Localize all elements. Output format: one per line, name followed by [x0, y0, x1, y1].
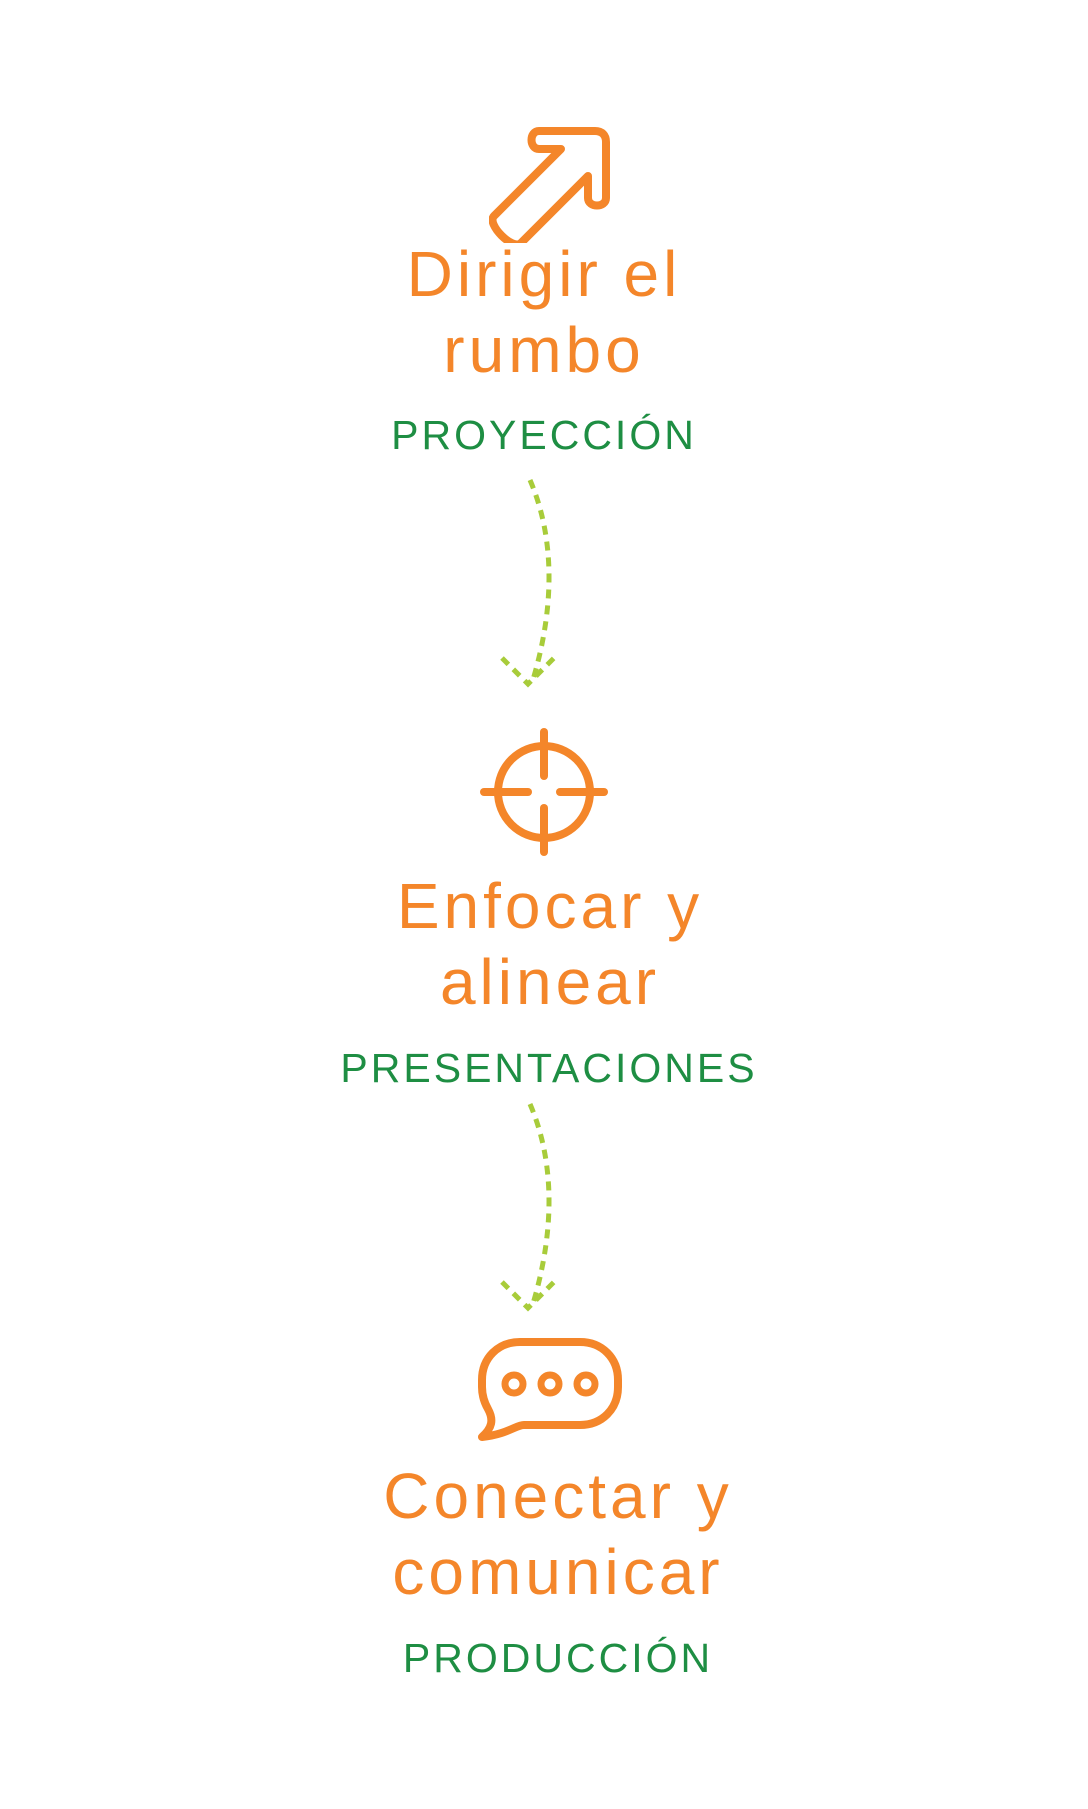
step-title-line-1: Enfocar y	[396, 870, 704, 942]
chat-bubble-icon	[478, 1338, 622, 1441]
crosshair-icon	[480, 728, 608, 856]
step-subtitle: PRODUCCIÓN	[402, 1635, 714, 1681]
step-title-line-2: alinear	[439, 946, 661, 1018]
step-title-line-1: Conectar y	[383, 1460, 733, 1532]
step-title: Dirigir el rumbo	[0, 236, 1088, 388]
step-title-line-1: Dirigir el	[406, 238, 682, 310]
dotted-arrow-down-icon	[500, 1103, 558, 1312]
dotted-arrow-down-icon	[500, 479, 558, 688]
step-title: Enfocar y alinear	[6, 868, 1088, 1020]
step-title: Conectar y comunicar	[14, 1458, 1088, 1610]
step-subtitle: PRESENTACIONES	[340, 1045, 758, 1091]
step-title-line-2: comunicar	[392, 1536, 724, 1608]
step-subtitle: PROYECCIÓN	[391, 412, 697, 458]
arrow-up-right-icon	[489, 127, 610, 243]
step-title-line-2: rumbo	[443, 314, 645, 386]
